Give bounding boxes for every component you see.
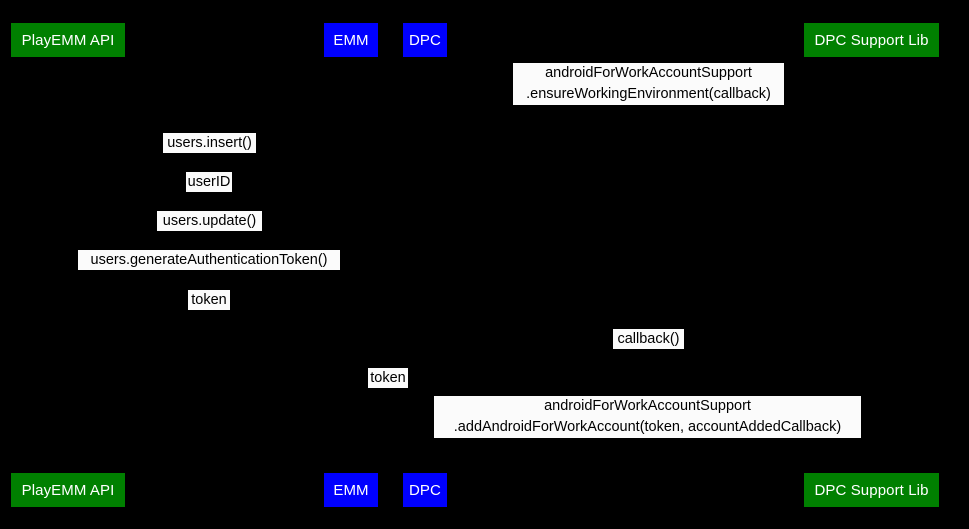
message-line-1: androidForWorkAccountSupport — [545, 65, 752, 81]
message-line-1: users.insert() — [167, 135, 252, 151]
message-line-1: androidForWorkAccountSupport — [544, 398, 751, 414]
message-line-1: userID — [187, 174, 231, 190]
participant-label: EMM — [333, 31, 369, 49]
participant-dpc-support-lib-top[interactable]: DPC Support Lib — [804, 23, 939, 57]
participant-label: EMM — [333, 481, 369, 499]
message-label-token-upper: token — [188, 290, 230, 310]
participant-label: DPC — [409, 481, 441, 499]
participant-playemm-api-top[interactable]: PlayEMM API — [11, 23, 125, 57]
message-line-1: token — [370, 370, 406, 386]
participant-emm-top[interactable]: EMM — [324, 23, 378, 57]
message-line-1: callback() — [617, 331, 680, 347]
message-line-2: .addAndroidForWorkAccount(token, account… — [453, 419, 842, 435]
message-label-token-lower: token — [368, 368, 408, 388]
message-label-users-update: users.update() — [157, 211, 262, 231]
message-line-2: .ensureWorkingEnvironment(callback) — [526, 86, 771, 102]
participant-label: DPC — [409, 31, 441, 49]
message-line-1: token — [191, 292, 227, 308]
participant-label: DPC Support Lib — [814, 481, 929, 499]
participant-emm-bottom[interactable]: EMM — [324, 473, 378, 507]
message-label-users-generate-authentication-token: users.generateAuthenticationToken() — [78, 250, 340, 270]
participant-dpc-top[interactable]: DPC — [403, 23, 447, 57]
participant-dpc-support-lib-bottom[interactable]: DPC Support Lib — [804, 473, 939, 507]
message-label-add-android-for-work-account: androidForWorkAccountSupport .addAndroidF… — [434, 396, 861, 438]
message-label-callback: callback() — [613, 329, 684, 349]
participant-label: PlayEMM API — [21, 481, 115, 499]
participant-label: DPC Support Lib — [814, 31, 929, 49]
participant-playemm-api-bottom[interactable]: PlayEMM API — [11, 473, 125, 507]
participant-dpc-bottom[interactable]: DPC — [403, 473, 447, 507]
message-label-users-insert: users.insert() — [163, 133, 256, 153]
message-line-1: users.update() — [162, 213, 257, 229]
message-label-user-id: userID — [186, 172, 232, 192]
message-label-ensure-working-environment: androidForWorkAccountSupport .ensureWorki… — [513, 63, 784, 105]
message-line-1: users.generateAuthenticationToken() — [90, 252, 328, 268]
participant-label: PlayEMM API — [21, 31, 115, 49]
